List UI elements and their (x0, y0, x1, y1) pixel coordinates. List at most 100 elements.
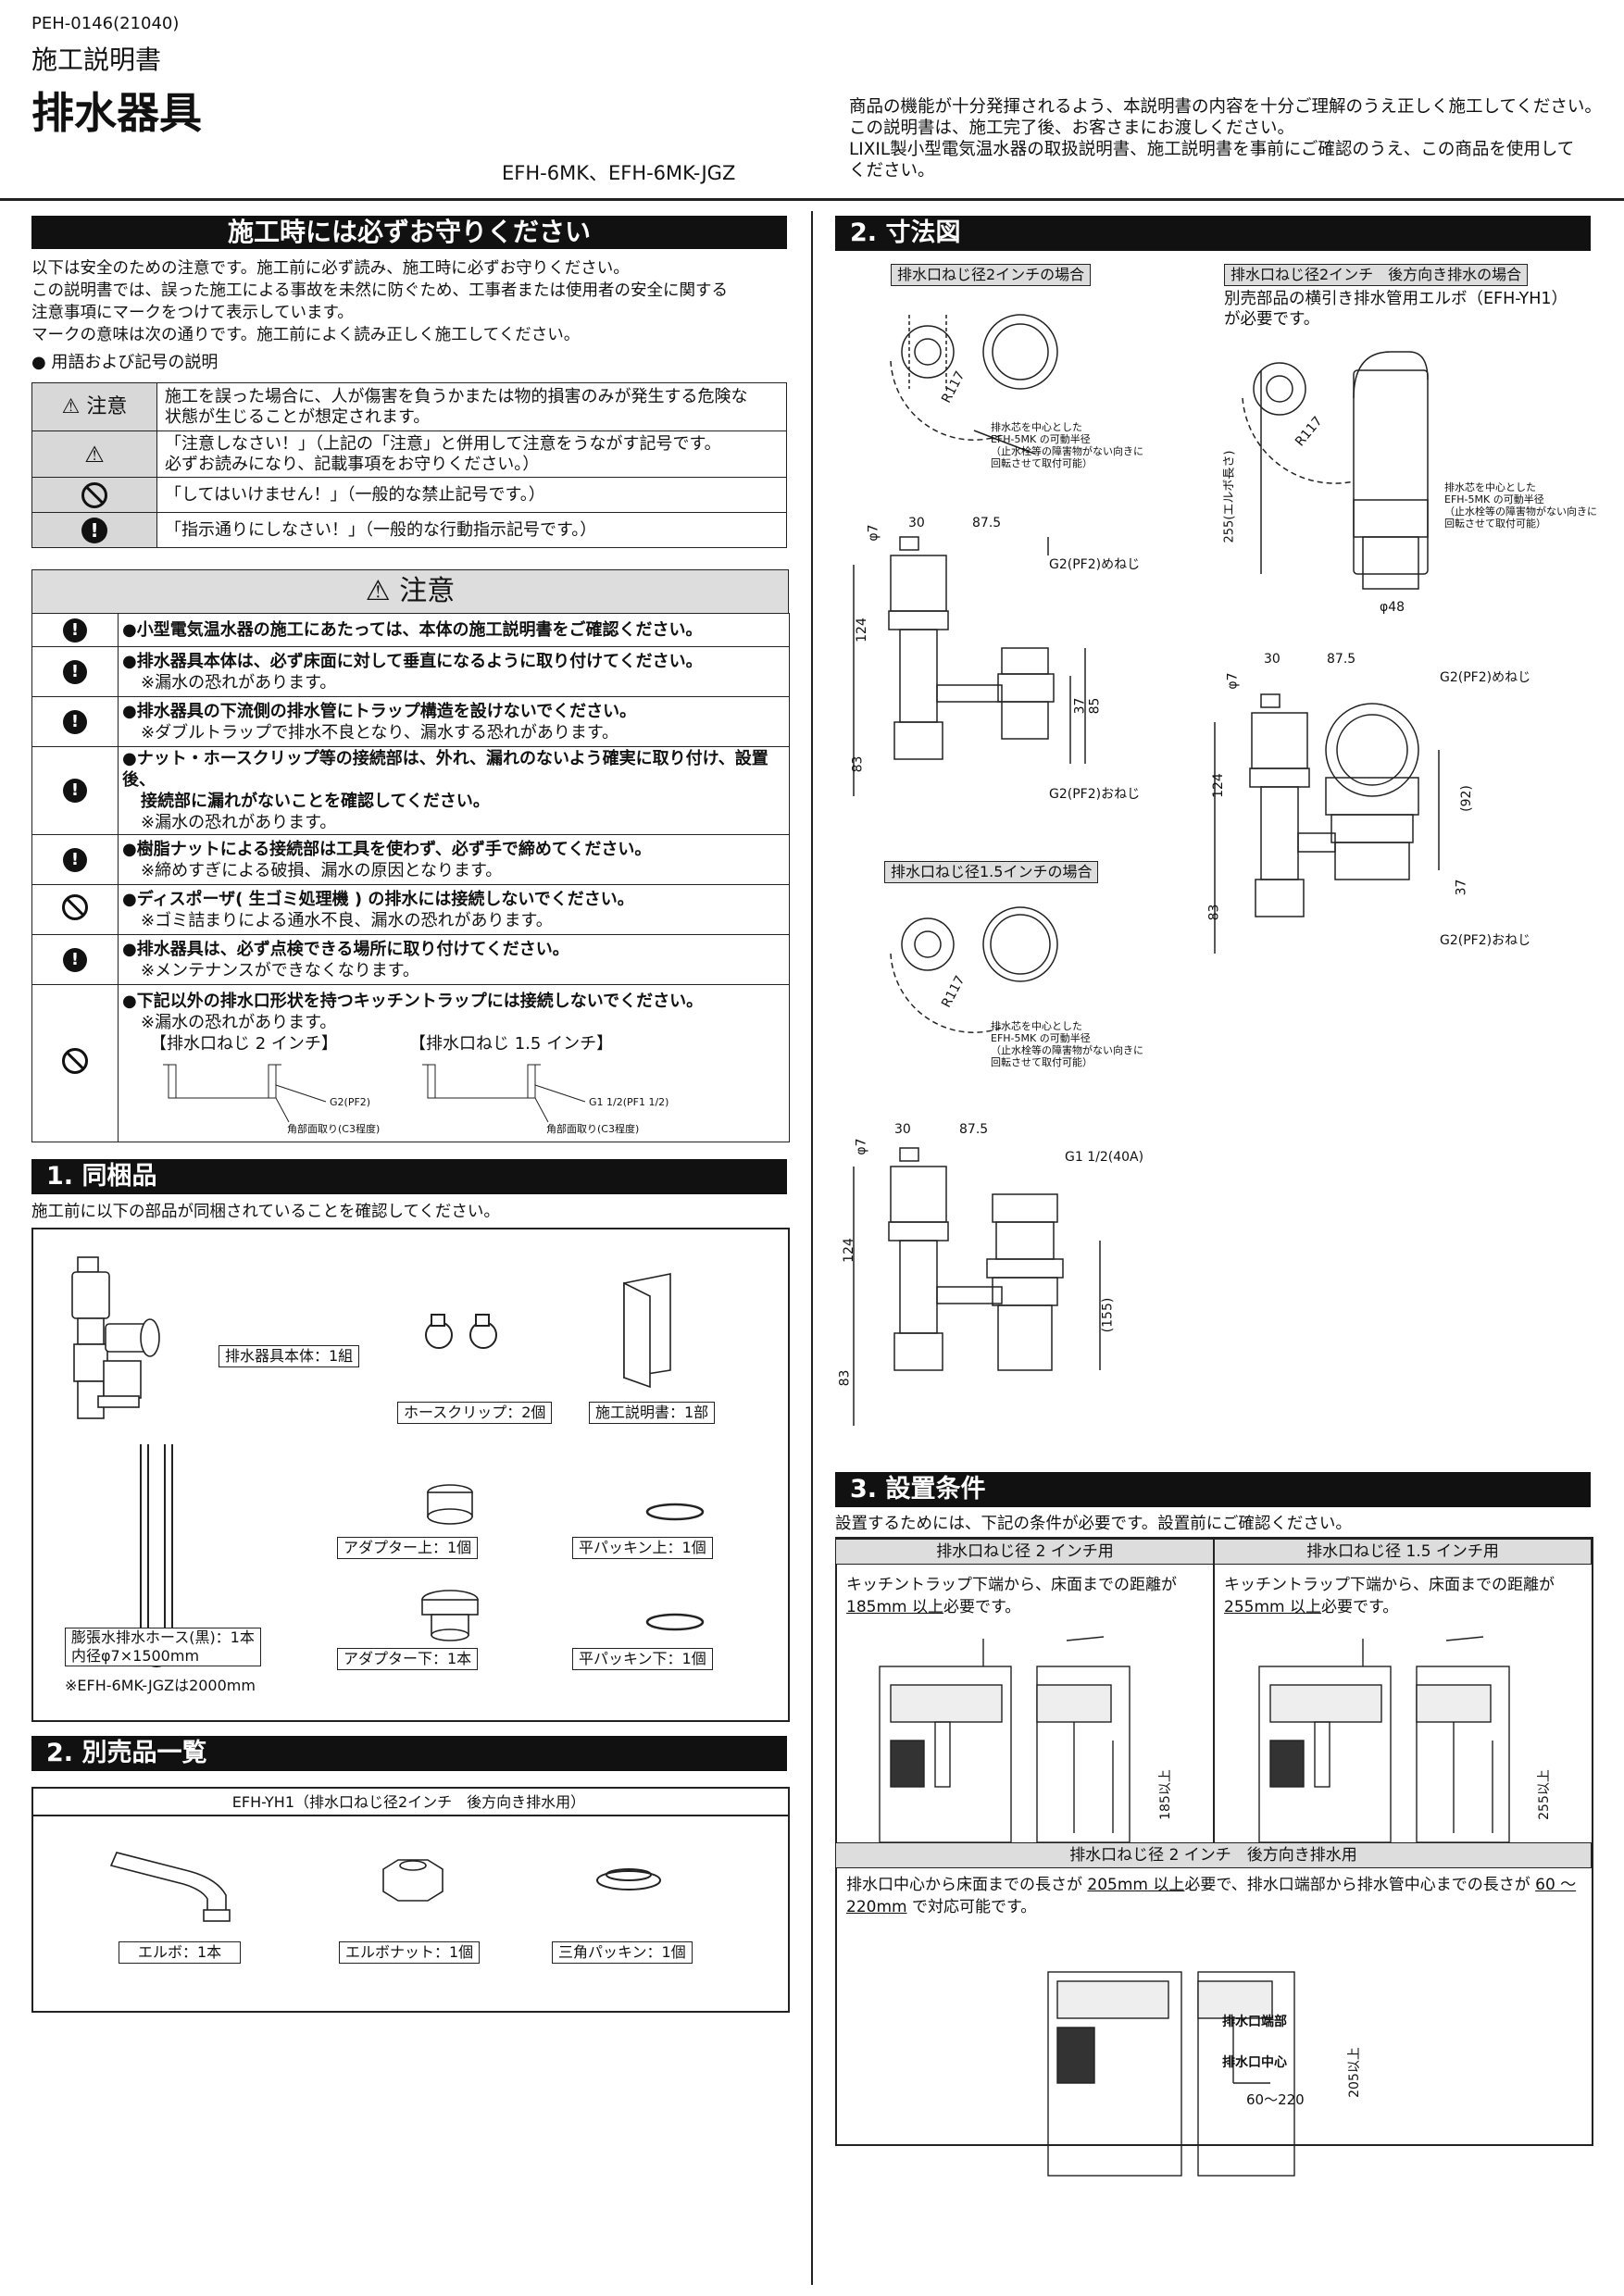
kitchen-side-2in (1036, 1636, 1131, 1843)
contents-illustrations (71, 1256, 705, 1668)
manual-icon (623, 1273, 671, 1389)
dim-87-5: 87.5 (1327, 652, 1356, 667)
intro-text: 商品の機能が十分発揮されるよう、本説明書の内容を十分ご理解のうえ正しく施工してく… (849, 97, 1602, 181)
dim-87-5: 87.5 (972, 516, 1002, 530)
terms-title: ● 用語および記号の説明 (31, 353, 219, 372)
dim-83: 83 (850, 755, 866, 773)
col-divider (1213, 1539, 1215, 1842)
label-body: 排水器具本体：1組 (219, 1345, 360, 1367)
hose-clip-icon (425, 1314, 497, 1349)
caution-icon-cell (31, 984, 119, 1142)
dim-255: 255(エルボ長さ) (1222, 450, 1237, 543)
optional-illustrations (109, 1852, 661, 1922)
caution-icon-cell: ! (31, 613, 119, 647)
elevation-2in (853, 536, 1086, 796)
case3-label: 排水口ねじ径1.5インチの場合 (884, 861, 1099, 883)
g2-male-label: G2(PF2)おねじ (1440, 933, 1531, 948)
label-elbow: エルボ：1本 (119, 1941, 242, 1964)
prohibit-symbol-cell (31, 477, 157, 513)
doc-code: PEH-0146(21040) (31, 14, 180, 33)
section2b-header: 2. 別売品一覧 (31, 1736, 787, 1771)
g2-female-label: G2(PF2)めねじ (1049, 557, 1141, 572)
outlet-15in-label: 【排水口ねじ 1.5 インチ】 (409, 1034, 614, 1054)
dim-87-5: 87.5 (959, 1122, 989, 1137)
label-adapter-upper: アダプター上：1個 (337, 1537, 479, 1559)
dim-phi48: φ48 (1380, 600, 1405, 615)
label-clip: ホースクリップ：2個 (397, 1402, 553, 1424)
section2-header: 2. 寸法図 (835, 216, 1591, 251)
g2-male-label: G2(PF2)おねじ (1049, 787, 1141, 802)
drain-body-illustration (71, 1256, 160, 1419)
condition-illustrations (879, 1636, 1510, 2177)
section1-header: 1. 同梱品 (31, 1159, 787, 1194)
dim-60-220: 60～220 (1246, 2091, 1305, 2108)
case2-label: 排水口ねじ径2インチ 後方向き排水の場合 (1224, 264, 1529, 286)
caution-header: ⚠ 注意 (31, 569, 789, 614)
col2-head: 排水口ねじ径 1.5 インチ用 (1214, 1539, 1592, 1565)
packing-lower-icon (645, 1613, 705, 1631)
label-triangle-packing: 三角パッキン：1個 (552, 1941, 693, 1964)
dim-phi7: φ7 (854, 1138, 869, 1155)
attention-symbol-cell: ⚠ (31, 430, 157, 478)
caution-table: ! ●小型電気温水器の施工にあたっては、本体の施工説明書をご確認ください。 ! … (31, 613, 790, 1142)
rear-text: 排水口中心から床面までの長さが 205mm 以上必要で、排水口端部から排水管中心… (846, 1876, 1577, 1916)
prohibit-icon (81, 481, 107, 508)
dim-83: 83 (1206, 904, 1222, 921)
dim-185: 185以上 (1157, 1769, 1173, 1820)
must-icon: ! (63, 618, 87, 643)
dim-155: (155) (1100, 1297, 1116, 1333)
symbol-desc: 「指示通りにしなさい！」（一般的な行動指示記号です。） (156, 512, 787, 548)
label-hose: 膨張水排水ホース(黒)：1本 内径φ7×1500mm (65, 1628, 261, 1666)
adapter-upper-icon (427, 1484, 473, 1525)
optional-divider (31, 1815, 788, 1816)
outlet-thread-label: G2(PF2) (330, 1096, 371, 1108)
must-icon: ! (63, 659, 87, 684)
must-icon: ! (63, 709, 87, 734)
label-adapter-lower: アダプター下：1本 (337, 1648, 479, 1670)
g2-female-label: G2(PF2)めねじ (1440, 670, 1531, 685)
caution-item: ●ディスポーザ( 生ゴミ処理機 ) の排水には接続しないでください。※ゴミ詰まり… (118, 884, 790, 935)
outlet-2in-diagram (163, 1064, 327, 1123)
triangle-packing-icon (596, 1868, 661, 1890)
caution-item: ●排水器具の下流側の排水管にトラップ構造を設けないでください。※ダブルトラップで… (118, 696, 790, 747)
safety-header: 施工時には必ずお守りください (31, 216, 787, 249)
caution-item: ●下記以外の排水口形状を持つキッチントラップには接続しないでください。 ※漏水の… (118, 984, 790, 1142)
g15-label: G1 1/2(40A) (1065, 1150, 1144, 1165)
dim-92: (92) (1458, 785, 1474, 812)
dim-30: 30 (908, 516, 925, 530)
page-title: 排水器具 (31, 88, 202, 138)
dim-124: 124 (1210, 773, 1226, 798)
caution-icon-cell: ! (31, 746, 119, 835)
dimension-drawings (853, 314, 1440, 1426)
rear-head: 排水口ねじ径 2 インチ 後方向き排水用 (835, 1842, 1592, 1868)
kitchen-side-15in (1416, 1636, 1510, 1843)
dim-85: 85 (1087, 697, 1103, 715)
must-icon: ! (81, 517, 107, 543)
outlet-thread-label: G1 1/2(PF1 1/2) (589, 1096, 669, 1108)
conditions-frame (835, 1537, 1593, 2146)
doc-type: 施工説明書 (31, 44, 162, 75)
label-packing-lower: 平パッキン下：1個 (572, 1648, 713, 1670)
kitchen-front-2in (879, 1639, 1012, 1843)
adapter-lower-icon (421, 1590, 479, 1641)
label-elbow-nut: エルボナット：1個 (339, 1941, 481, 1964)
caution-icon-cell: ! (31, 834, 119, 885)
header-divider (0, 198, 1624, 201)
optional-product: EFH-YH1（排水口ねじ径2インチ 後方向き排水用） (231, 1793, 586, 1811)
case1-label: 排水口ねじ径2インチの場合 (891, 264, 1092, 286)
elbow-icon (109, 1852, 231, 1922)
outlet-diagrams (163, 1064, 586, 1123)
dim-205: 205以上 (1346, 2047, 1362, 2098)
elevation-15in (853, 1147, 1101, 1426)
symbol-table: ⚠ 注意 施工を誤った場合に、人が傷害を負うかまたは物的損害のみが発生する危険な… (31, 382, 787, 548)
must-icon: ! (63, 947, 87, 972)
caution-item: ●排水器具本体は、必ず床面に対して垂直になるように取り付けてください。※漏水の恐… (118, 646, 790, 697)
caution-icon-cell: ! (31, 646, 119, 697)
label-manual: 施工説明書：1部 (589, 1402, 716, 1424)
outlet-chamfer-label: 角部面取り(C3程度) (546, 1123, 640, 1135)
col1-text: キッチントラップ下端から、床面までの距離が 185mm 以上必要です。 (846, 1576, 1177, 1616)
symbol-desc: 「注意しなさい！」（上記の「注意」と併用して注意をうながす記号です。必ずお読みに… (156, 430, 787, 478)
label-packing-upper: 平パッキン上：1個 (572, 1537, 713, 1559)
caution-icon-cell: ! (31, 934, 119, 985)
